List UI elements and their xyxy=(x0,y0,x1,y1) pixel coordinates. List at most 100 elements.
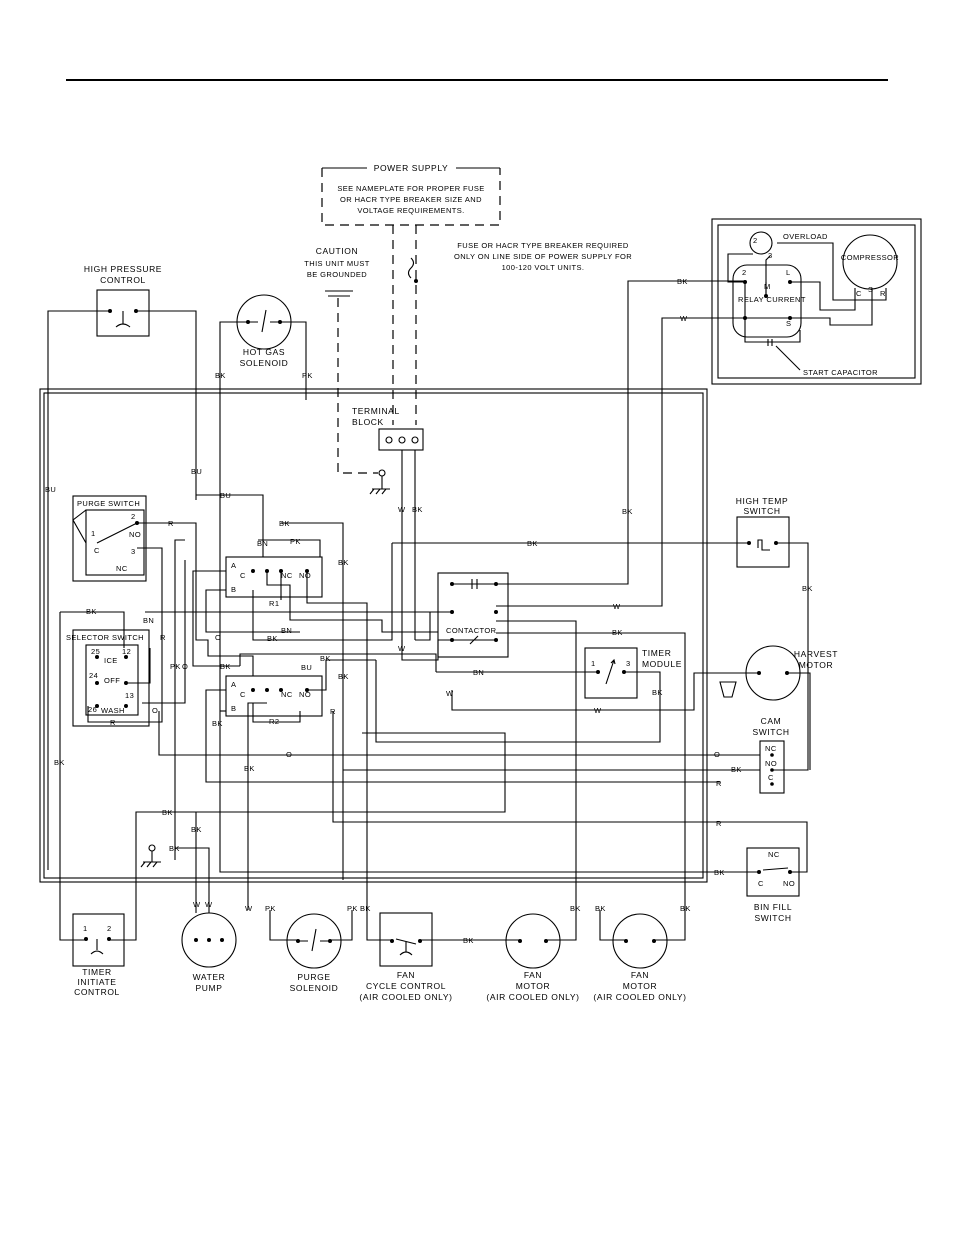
wire-code-bk: BK xyxy=(731,765,742,774)
power-supply-note-2: OR HACR TYPE BREAKER SIZE AND xyxy=(340,195,482,204)
power-supply-title: POWER SUPPLY xyxy=(374,163,449,173)
fan-motor-1-icon xyxy=(505,913,561,969)
wire-code-bk: BK xyxy=(86,607,97,616)
relay-current xyxy=(732,264,802,338)
wire-code-bu: BU xyxy=(220,491,231,500)
relay-r2 xyxy=(225,675,323,717)
wire-code-r: R xyxy=(330,707,336,716)
hot-gas-label-2: SOLENOID xyxy=(240,358,289,368)
harvest-motor-label-2: MOTOR xyxy=(799,660,833,670)
bin-term-c: C xyxy=(758,879,764,888)
wire-code-pk: PK xyxy=(265,904,276,913)
fan-motor-2-label-3: (AIR COOLED ONLY) xyxy=(593,992,686,1002)
bin-term-no: NO xyxy=(783,879,795,888)
purge-term-no: NO xyxy=(129,530,141,539)
contactor-label: CONTACTOR xyxy=(446,626,497,635)
power-supply-note-3: VOLTAGE REQUIREMENTS. xyxy=(357,206,464,215)
wire-code-bk: BK xyxy=(622,507,633,516)
timer-initiate-label-2: INITIATE xyxy=(77,977,116,987)
wire-code-bu: BU xyxy=(191,467,202,476)
sel-pos-wash: WASH xyxy=(101,706,125,715)
wire-code-bk: BK xyxy=(412,505,423,514)
relay-term-l: L xyxy=(786,268,791,277)
relay-r1 xyxy=(225,556,323,598)
sel-term-24: 24 xyxy=(89,671,98,680)
wire-code-bk: BK xyxy=(612,628,623,637)
contactor xyxy=(437,572,509,658)
timer-initiate-label-3: CONTROL xyxy=(74,987,120,997)
wire-code-bk: BK xyxy=(338,672,349,681)
purge-term-1: 1 xyxy=(91,529,96,538)
fuse-note-1: FUSE OR HACR TYPE BREAKER REQUIRED xyxy=(457,241,629,250)
wire-code-bk: BK xyxy=(162,808,173,817)
caution-note: CAUTION THIS UNIT MUST BE GROUNDED xyxy=(304,246,369,279)
r2-term-c: C xyxy=(240,690,246,699)
cam-switch-label-2: SWITCH xyxy=(752,727,789,737)
wire-code-labels: BK W BK PK BU BU BU W BK BK R BK BN PK B… xyxy=(45,277,813,945)
terminal-block-label-1: TERMINAL xyxy=(352,406,400,416)
r1-term-c: C xyxy=(240,571,246,580)
wire-code-w: W xyxy=(205,900,213,909)
wire-code-bn: BN xyxy=(473,668,484,677)
plug-icon xyxy=(719,681,737,698)
cam-switch-label-1: CAM xyxy=(761,716,782,726)
sel-term-26: 26 xyxy=(88,705,97,714)
purge-term-c: C xyxy=(94,546,100,555)
terminal-block-label-2: BLOCK xyxy=(352,417,384,427)
wire-code-bk: BK xyxy=(802,584,813,593)
fan-cycle-label-3: (AIR COOLED ONLY) xyxy=(359,992,452,1002)
high-pressure-label-1: HIGH PRESSURE xyxy=(84,264,162,274)
wire-code-bk: BK xyxy=(714,868,725,877)
wire-code-bk: BK xyxy=(652,688,663,697)
wire-code-w: W xyxy=(398,644,406,653)
wire-code-bk: BK xyxy=(360,904,371,913)
tic-term-2: 2 xyxy=(107,924,112,933)
control-box-inner xyxy=(43,392,704,879)
wire-code-bk: BK xyxy=(680,904,691,913)
start-capacitor-label: START CAPACITOR xyxy=(803,368,878,377)
fan-motor-1-label-2: MOTOR xyxy=(516,981,550,991)
sel-pos-off: OFF xyxy=(104,676,120,685)
purge-solenoid-label-1: PURGE xyxy=(297,972,330,982)
wire-code-bn: BN xyxy=(143,616,154,625)
wire-code-bk: BK xyxy=(570,904,581,913)
cam-term-no: NO xyxy=(765,759,777,768)
compressor-label: COMPRESSOR xyxy=(841,253,899,262)
wire-code-bk: BK xyxy=(279,519,290,528)
compressor-box: 2 3 OVERLOAD COMPRESSOR C S R 2 L M RELA… xyxy=(711,218,922,385)
wire-code-w: W xyxy=(193,900,201,909)
cam-term-c: C xyxy=(768,773,774,782)
ovl-term-3: 3 xyxy=(768,251,773,260)
high-pressure-label-2: CONTROL xyxy=(100,275,146,285)
hot-gas-label-1: HOT GAS xyxy=(243,347,285,357)
harvest-motor-label-1: HARVEST xyxy=(794,649,838,659)
wire-code-bk: BK xyxy=(677,277,688,286)
r2-term-b: B xyxy=(231,704,236,713)
purge-term-3: 3 xyxy=(131,547,136,556)
r1-term-b: B xyxy=(231,585,236,594)
wire-code-o: O xyxy=(152,706,158,715)
relay-term-m: M xyxy=(764,282,771,291)
fan-motor-1-label-3: (AIR COOLED ONLY) xyxy=(486,992,579,1002)
wire-code-bk: BK xyxy=(169,844,180,853)
purge-switch-label: PURGE SWITCH xyxy=(77,499,140,508)
wire-code-r: R xyxy=(160,633,166,642)
selector-switch-label: SELECTOR SWITCH xyxy=(66,633,144,642)
bin-fill-label-2: SWITCH xyxy=(754,913,791,923)
wire-code-w: W xyxy=(398,505,406,514)
wire-code-r: R xyxy=(110,718,116,727)
wire-code-o: O xyxy=(182,662,188,671)
wire-code-bk: BK xyxy=(463,936,474,945)
high-temp-label-1: HIGH TEMP xyxy=(736,496,788,506)
wire-code-r: R xyxy=(168,519,174,528)
r1-term-no: NO xyxy=(299,571,311,580)
wire-code-r: R xyxy=(716,819,722,828)
water-pump-label-2: PUMP xyxy=(196,983,223,993)
power-supply-box: POWER SUPPLY SEE NAMEPLATE FOR PROPER FU… xyxy=(321,163,501,226)
wires xyxy=(59,280,811,941)
wire-code-bk: BK xyxy=(320,654,331,663)
wire-code-bk: BK xyxy=(215,371,226,380)
fan-motor-2-label-1: FAN xyxy=(631,970,649,980)
fan-cycle-label-1: FAN xyxy=(397,970,415,980)
